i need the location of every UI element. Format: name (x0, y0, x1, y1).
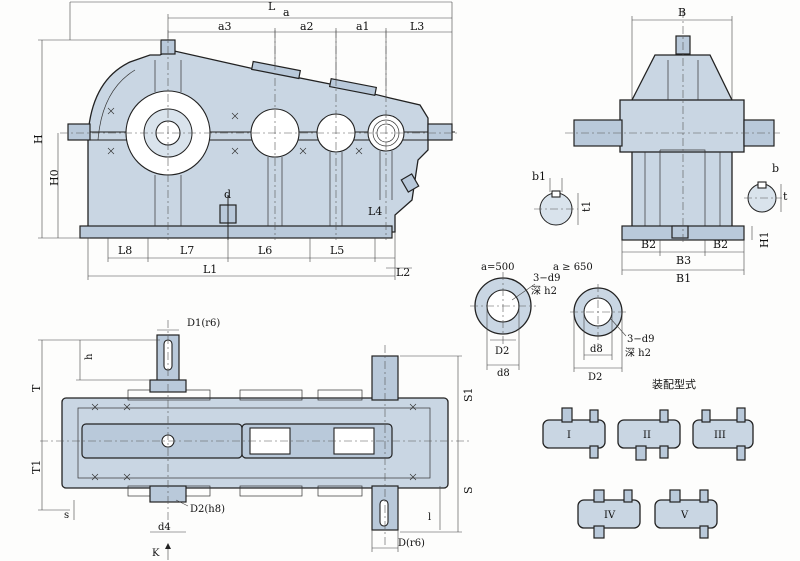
dim-T: T (30, 384, 43, 392)
bore-right-d8: d8 (590, 344, 603, 355)
dim-L2: L2 (396, 266, 410, 279)
keyway-left: b1 t1 (532, 170, 593, 226)
dim-L: L (268, 0, 276, 13)
dim-t1: t1 (580, 201, 593, 212)
assembly-type-1: I (542, 407, 606, 459)
top-view: D1(r6) h T T1 S1 S s D2(h8) d4 K l D(r6) (30, 318, 475, 560)
dim-Dr6: D(r6) (398, 538, 425, 549)
dim-L1: L1 (203, 263, 217, 276)
bore-section-a500: a=500 3−d9 深 h2 D2 d8 (470, 262, 561, 379)
bore-right-title: a ≥ 650 (553, 262, 593, 273)
dim-a1: a1 (356, 20, 370, 33)
dim-B2-left: B2 (641, 238, 656, 251)
svg-text:IV: IV (604, 510, 616, 521)
front-right-shaft (427, 123, 453, 141)
svg-text:I: I (567, 430, 571, 441)
dim-B3: B3 (676, 254, 691, 267)
dim-B2-right: B2 (713, 238, 728, 251)
dim-L4: L4 (368, 205, 382, 218)
dim-d: d (224, 188, 231, 201)
dim-H1: H1 (758, 231, 771, 248)
svg-text:V: V (680, 510, 689, 521)
bore-left-title: a=500 (481, 262, 514, 273)
dim-D1r6: D1(r6) (187, 318, 220, 329)
dim-d4: d4 (158, 522, 171, 533)
dim-t: t (783, 190, 788, 203)
dim-S: S (462, 486, 475, 494)
dim-K: K (152, 548, 160, 559)
dim-D2h8: D2(h8) (190, 504, 225, 515)
bore-left-d8: d8 (497, 368, 510, 379)
dim-L8: L8 (118, 244, 132, 257)
svg-text:III: III (714, 430, 726, 441)
dim-a2: a2 (300, 20, 314, 33)
bore-right-note2: 深 h2 (625, 347, 651, 359)
dim-b1: b1 (532, 170, 546, 183)
dim-L7: L7 (180, 244, 194, 257)
side-view: B B2 B2 B3 B1 H1 (565, 6, 780, 285)
dim-B1: B1 (676, 272, 691, 285)
dim-H: H (32, 134, 45, 144)
bore-section-a650: a ≥ 650 3−d9 深 h2 d8 D2 (553, 262, 655, 383)
dim-h: h (84, 353, 95, 360)
assembly-types: 装配型式 I II III IV (542, 377, 754, 539)
front-left-shaft (67, 123, 91, 141)
dim-T1: T1 (30, 460, 43, 474)
bore-left-note2: 深 h2 (531, 285, 557, 297)
dim-B: B (678, 6, 686, 19)
bore-left-D2: D2 (495, 346, 509, 357)
svg-text:II: II (643, 430, 651, 441)
assembly-type-2: II (617, 409, 681, 461)
dim-a3: a3 (218, 20, 232, 33)
front-base (79, 225, 393, 239)
dim-l: l (428, 512, 431, 523)
bore-right-D2: D2 (588, 372, 602, 383)
assembly-type-4: IV (577, 489, 641, 539)
dim-L6: L6 (258, 244, 272, 257)
dim-H0: H0 (48, 169, 61, 186)
dim-a: a (283, 6, 290, 19)
dim-S1: S1 (462, 387, 475, 402)
assembly-title: 装配型式 (652, 377, 696, 391)
dim-s: s (64, 510, 69, 521)
bore-left-note1: 3−d9 (533, 273, 561, 284)
bore-right-note1: 3−d9 (627, 334, 655, 345)
dim-L5: L5 (330, 244, 344, 257)
front-view: L a a3 a2 a1 L3 H H0 L8 L7 L6 L5 L1 L2 d… (32, 0, 460, 280)
assembly-type-5: V (654, 489, 718, 539)
dim-b: b (772, 162, 779, 175)
assembly-type-3: III (692, 407, 754, 461)
keyway-right: b t (744, 162, 788, 213)
dim-L3: L3 (410, 20, 424, 33)
